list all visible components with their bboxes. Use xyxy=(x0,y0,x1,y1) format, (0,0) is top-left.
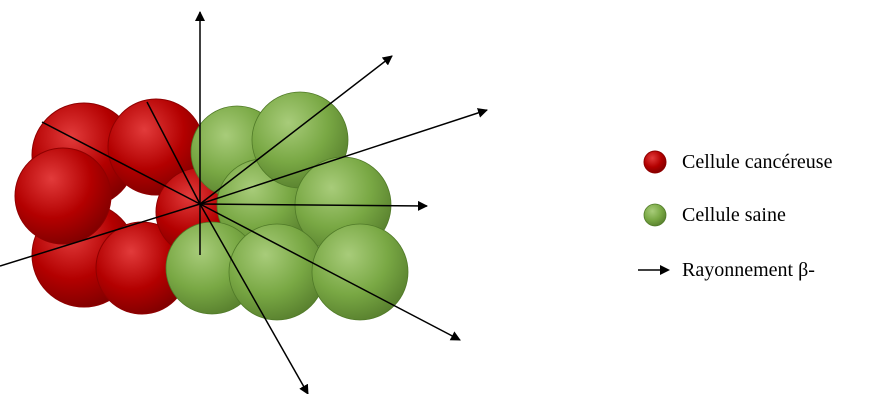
legend-label-radiation: Rayonnement β- xyxy=(682,259,815,282)
legend-item-cancer-cell: Cellule cancéreuse xyxy=(638,147,832,177)
legend-label-cancer-cell: Cellule cancéreuse xyxy=(682,151,832,174)
green-sphere-icon xyxy=(638,200,672,230)
red-sphere-icon xyxy=(638,147,672,177)
cancer-cell xyxy=(15,148,111,244)
arrow-right-icon xyxy=(638,255,672,285)
healthy-cell xyxy=(229,224,325,320)
legend-item-radiation: Rayonnement β- xyxy=(638,255,815,285)
legend-label-healthy-cell: Cellule saine xyxy=(682,204,786,227)
legend-item-healthy-cell: Cellule saine xyxy=(638,200,786,230)
